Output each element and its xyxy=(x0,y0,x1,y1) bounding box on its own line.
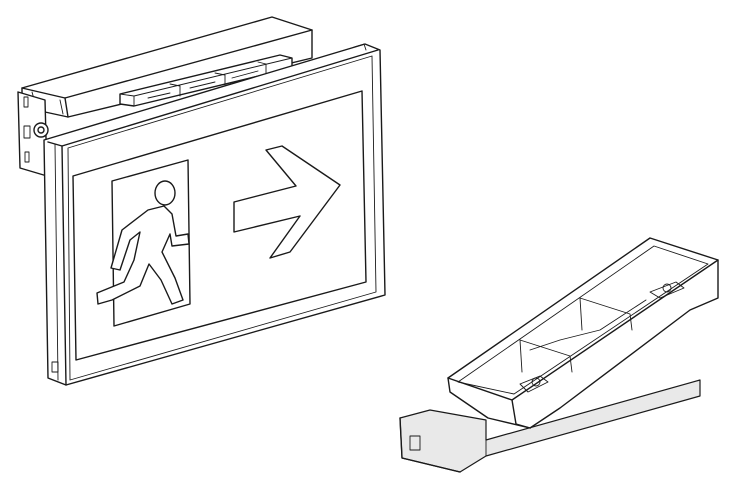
side-clip xyxy=(17,91,49,177)
housing-box xyxy=(21,16,313,118)
mounting-bracket xyxy=(399,237,719,473)
arrow-right-icon xyxy=(233,145,341,259)
sign-panel xyxy=(43,43,386,386)
running-man-icon xyxy=(96,180,190,305)
exit-door-icon xyxy=(111,159,191,327)
exit-sign xyxy=(17,16,386,386)
